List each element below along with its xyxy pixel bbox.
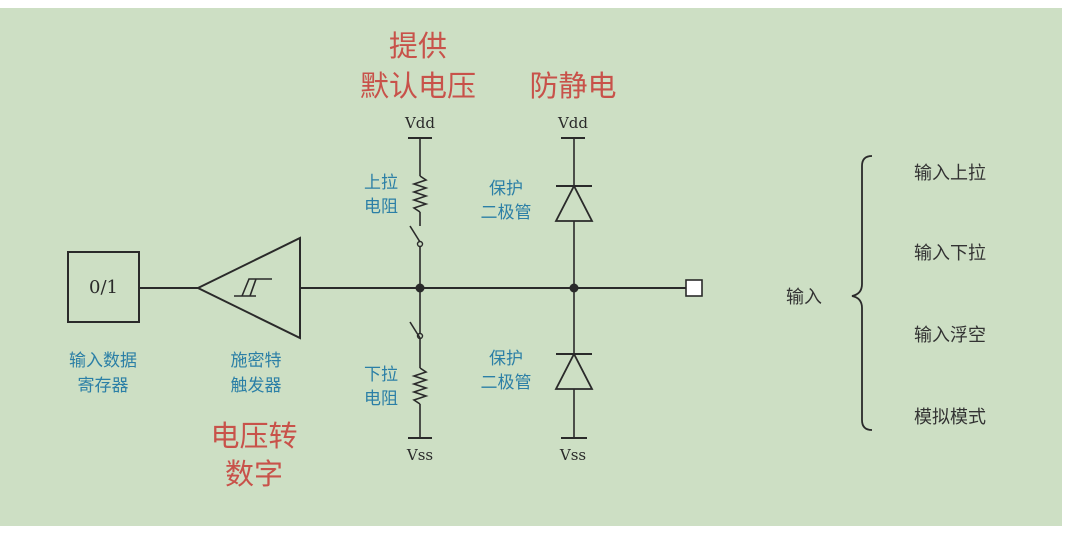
protection-vss-label: Vss bbox=[559, 446, 586, 464]
pull-up-resistor-icon bbox=[411, 175, 429, 213]
pull-up-switch-icon bbox=[409, 225, 421, 243]
hysteresis-symbol-icon bbox=[234, 278, 272, 297]
upper-diode-label-line1: 保护 bbox=[489, 179, 523, 199]
pull-vss-label: Vss bbox=[406, 446, 433, 464]
register-caption-line1: 输入数据 bbox=[69, 351, 137, 371]
protection-note: 防静电 bbox=[529, 69, 616, 103]
pull-note-line2: 默认电压 bbox=[360, 69, 476, 103]
trigger-note-line1: 电压转 bbox=[210, 419, 297, 453]
mode-item-pull-down: 输入下拉 bbox=[914, 243, 986, 264]
upper-diode-label-line2: 二极管 bbox=[481, 203, 532, 223]
pull-down-label-line1: 下拉 bbox=[364, 365, 398, 385]
pull-down-switch-icon bbox=[409, 321, 421, 339]
io-pin-terminal bbox=[685, 279, 703, 297]
trigger-note-line2: 数字 bbox=[225, 457, 283, 491]
pull-resistor-column: 提供 默认电压 Vdd 上拉 电阻 Vss 下拉 电阻 bbox=[360, 29, 476, 464]
register-caption-line2: 寄存器 bbox=[78, 376, 129, 396]
mode-item-analog: 模拟模式 bbox=[914, 407, 986, 428]
input-data-register: 0/1 输入数据 寄存器 bbox=[67, 251, 140, 396]
trigger-caption-line2: 触发器 bbox=[231, 376, 282, 396]
pull-down-label-line2: 电阻 bbox=[364, 389, 398, 409]
curly-brace-icon bbox=[851, 155, 873, 431]
lower-diode-label-line1: 保护 bbox=[489, 349, 523, 369]
register-value: 0/1 bbox=[89, 277, 118, 298]
diagram-background bbox=[0, 8, 1062, 526]
trigger-caption-line1: 施密特 bbox=[231, 351, 282, 371]
pull-up-label-line1: 上拉 bbox=[364, 173, 398, 193]
schmitt-trigger: 施密特 触发器 电压转 数字 bbox=[195, 236, 301, 491]
pull-note-line1: 提供 bbox=[389, 29, 447, 63]
protection-vdd-label: Vdd bbox=[557, 114, 588, 132]
mode-item-floating: 输入浮空 bbox=[914, 325, 986, 346]
pull-up-label-line2: 电阻 bbox=[364, 197, 398, 217]
lower-diode-label-line2: 二极管 bbox=[481, 373, 532, 393]
protection-diode-column: 防静电 Vdd 保护 二极管 Vss 保护 二极管 bbox=[481, 69, 617, 464]
pull-vdd-label: Vdd bbox=[404, 114, 435, 132]
input-mode-list: 输入 输入上拉 输入下拉 输入浮空 模拟模式 bbox=[786, 155, 986, 431]
input-group-label: 输入 bbox=[786, 287, 822, 308]
pull-down-resistor-icon bbox=[411, 367, 429, 405]
mode-item-pull-up: 输入上拉 bbox=[914, 163, 986, 184]
